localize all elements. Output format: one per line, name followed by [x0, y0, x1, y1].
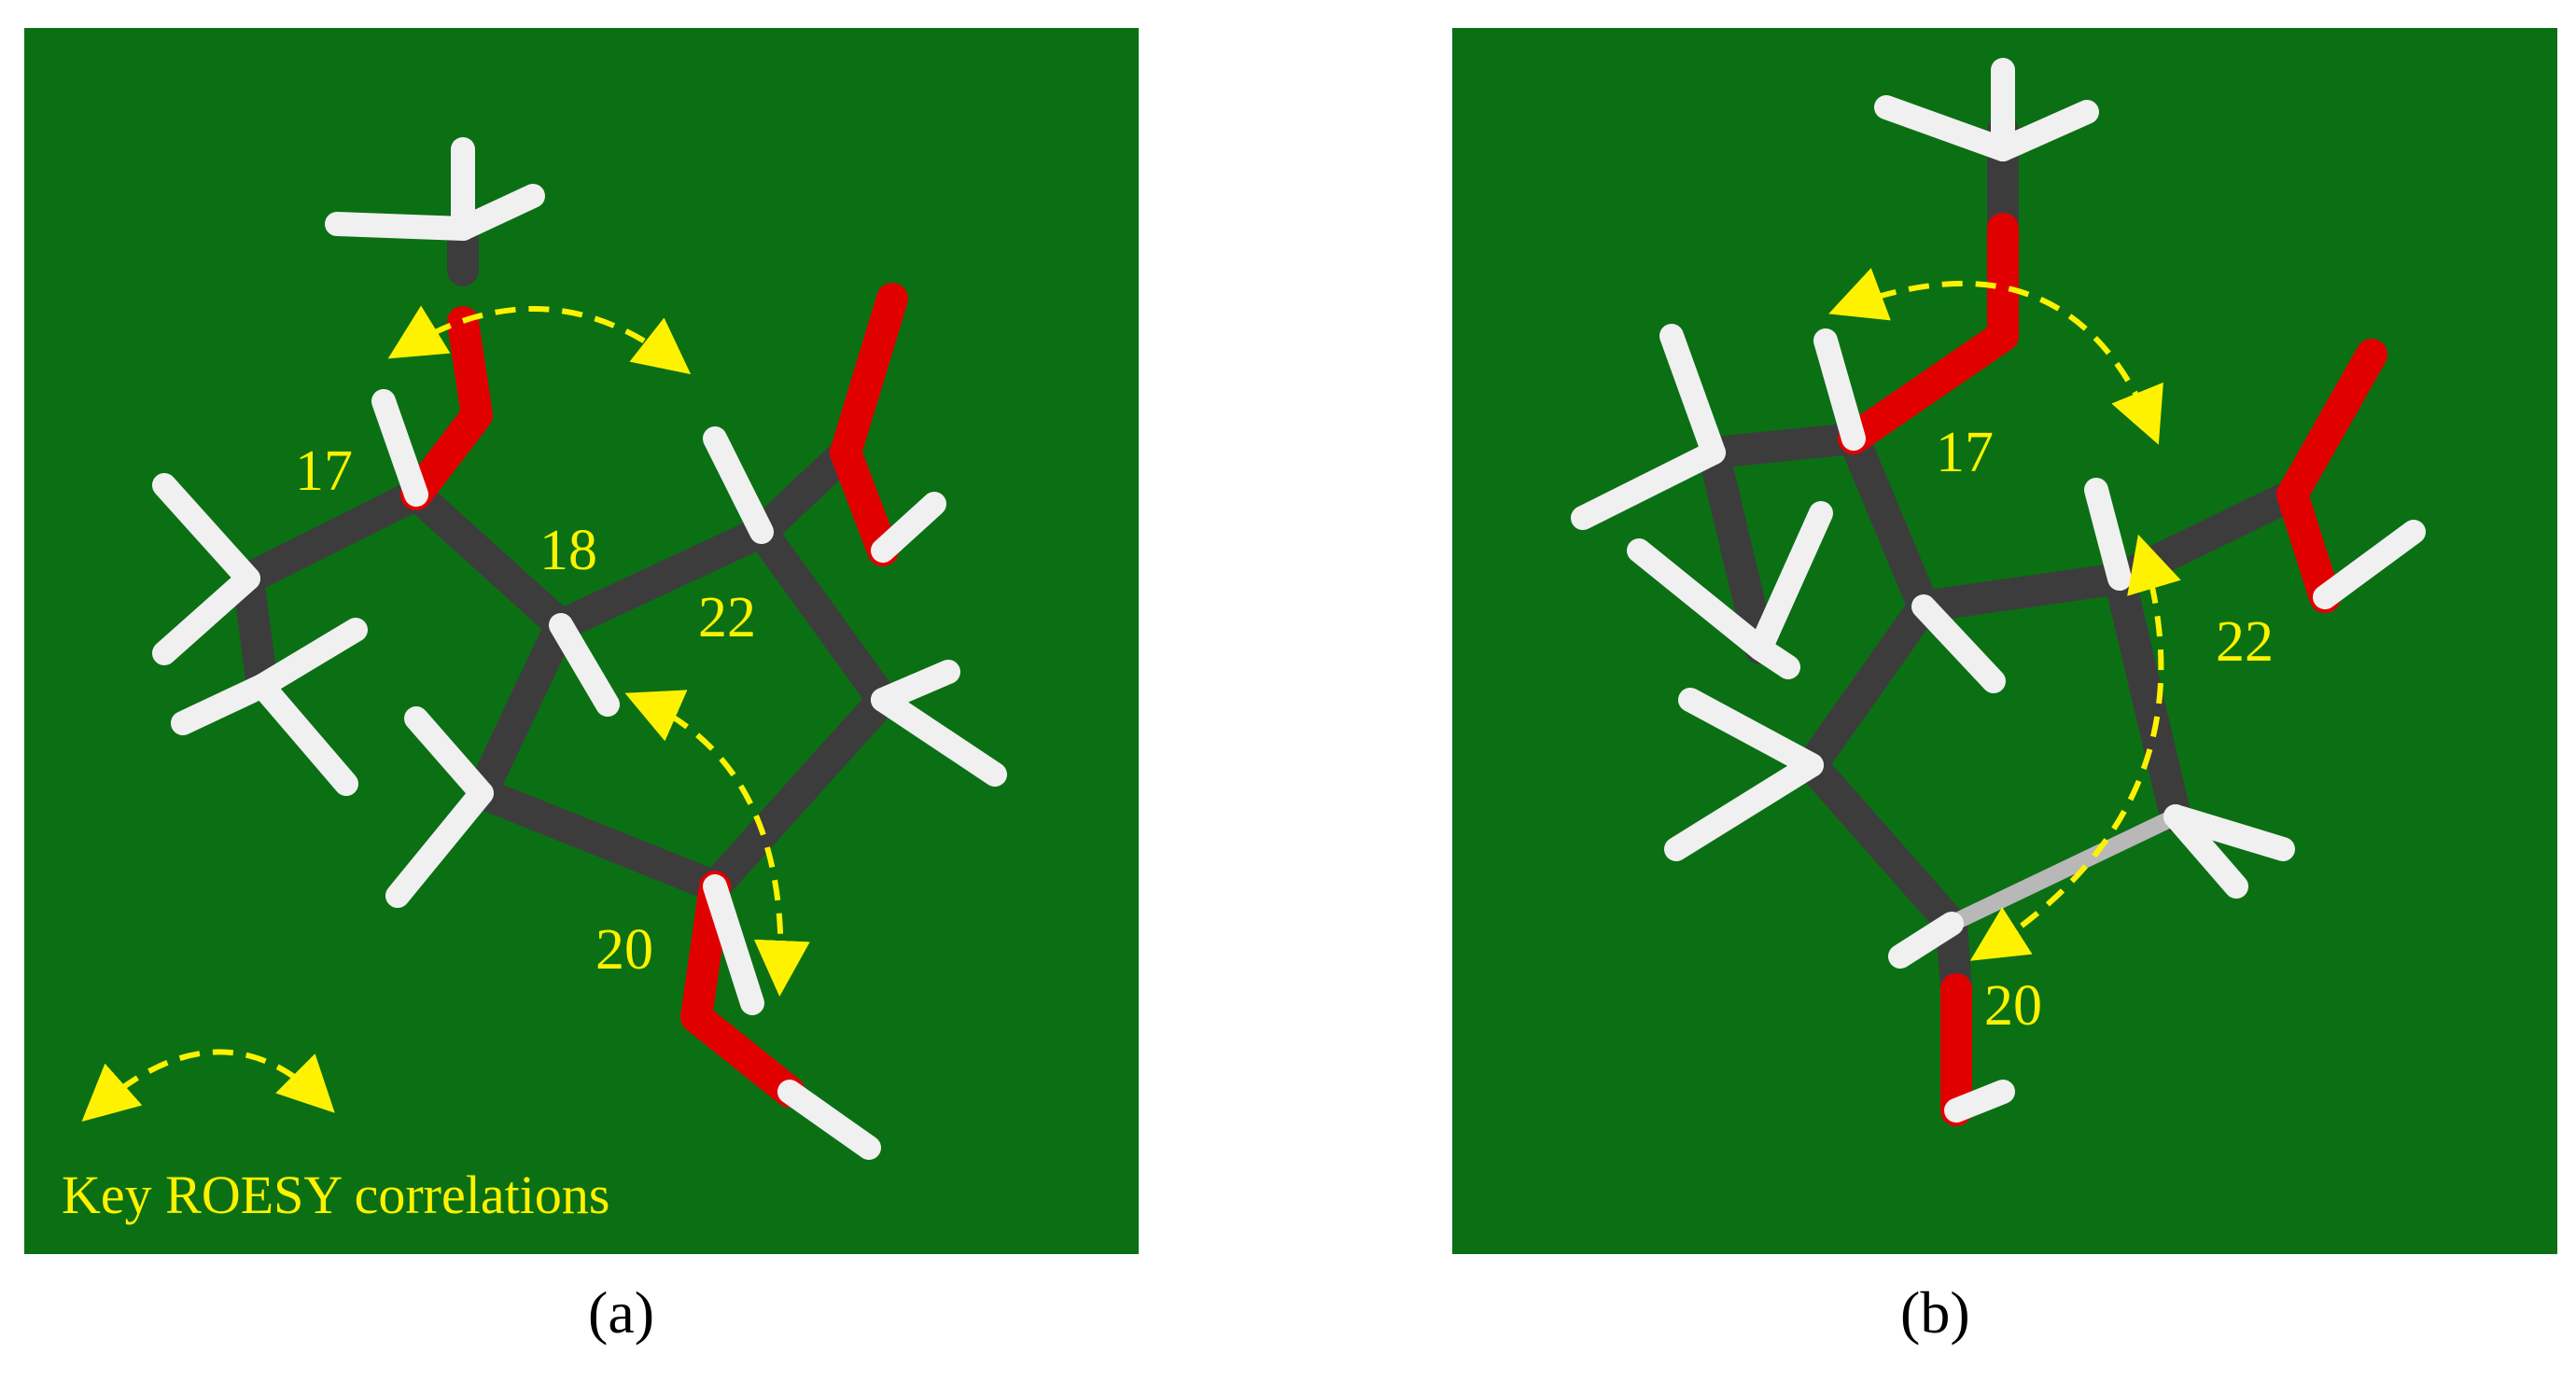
panel-b-molecule-svg: 17 22 20: [1571, 58, 2426, 1126]
label-c22: 22: [698, 586, 756, 649]
panel-a-molecule-svg: 17 18 22 20 Key ROESY correlations: [62, 137, 1007, 1225]
panel-a-oxygen-bonds: [400, 283, 908, 1108]
label-c20: 20: [595, 918, 653, 982]
roesy-arrow-22-20: [1969, 534, 2181, 961]
label-c17: 17: [295, 439, 353, 503]
label-c20: 20: [1984, 974, 2042, 1038]
caption-a: (a): [588, 1279, 655, 1346]
roesy-arrow-18-20: [624, 690, 810, 997]
panel-b-molecule-view: 17 22 20: [1452, 28, 2557, 1254]
panel-b-hydrogens: [1571, 58, 2426, 1123]
caption-b: (b): [1900, 1279, 1970, 1346]
panel-b-oxygen-bonds: [1838, 213, 2387, 1126]
label-c18: 18: [539, 519, 597, 582]
label-c22: 22: [2216, 610, 2274, 674]
panel-b-ring-bond-highlight: [1953, 808, 2184, 928]
legend-arrow: [81, 1049, 335, 1122]
roesy-arrow-17-22: [387, 305, 692, 375]
panel-b-roesy-arrows: [1828, 268, 2181, 961]
label-c17: 17: [1936, 421, 1994, 484]
panel-a-roesy-arrows: [81, 305, 810, 1122]
panel-a-molecule-view: 17 18 22 20 Key ROESY correlations: [24, 28, 1139, 1254]
legend-text: Key ROESY correlations: [62, 1165, 609, 1225]
panel-a-hydrogens: [152, 137, 1007, 1160]
roesy-arrow-17-22: [1828, 268, 2163, 445]
